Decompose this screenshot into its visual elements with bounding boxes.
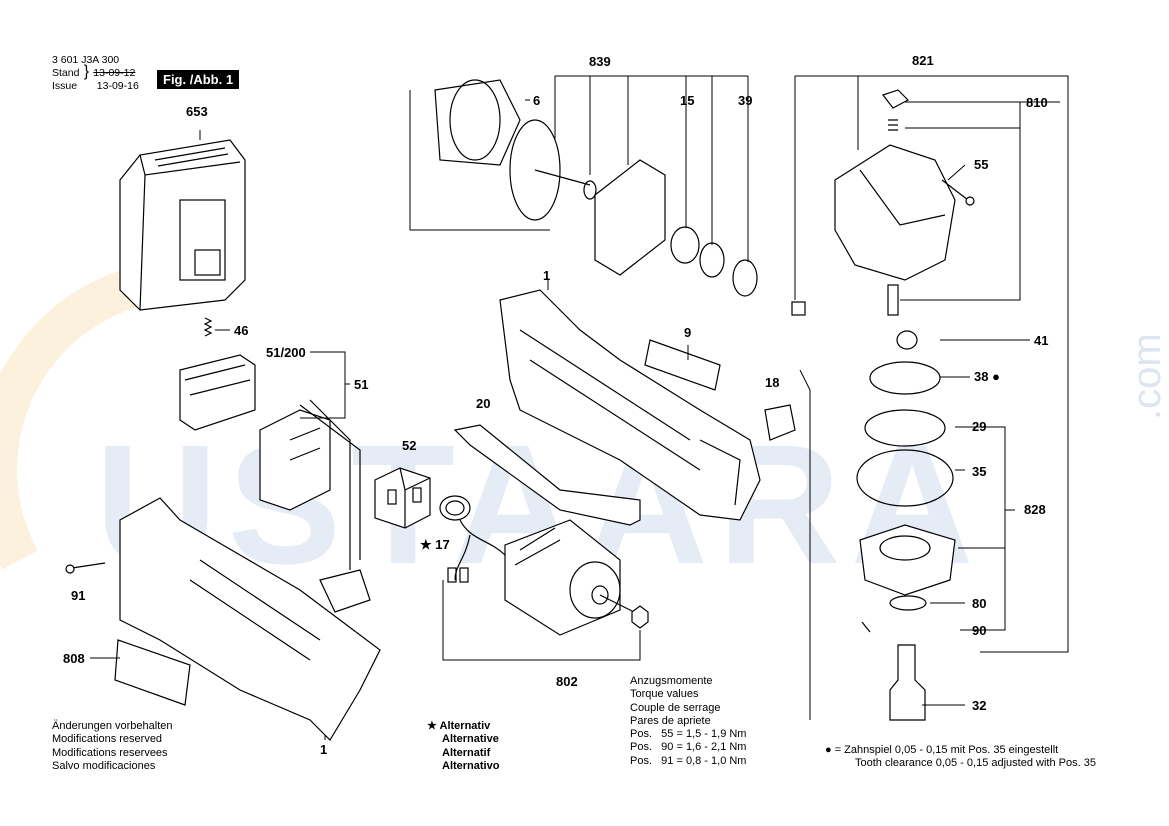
label-plate-9 [644, 339, 721, 391]
tooth-note-line: Tooth clearance 0,05 - 0,15 adjusted wit… [855, 757, 1096, 770]
ring-17 [439, 495, 471, 521]
label-653: 653 [186, 104, 208, 119]
label-39: 39 [738, 93, 753, 108]
tooth-clearance-note: ● = Zahnspiel 0,05 - 0,15 mit Pos. 35 ei… [825, 744, 1096, 770]
changes-note: Änderungen vorbehalten Modifications res… [52, 720, 172, 773]
screw-91 [65, 562, 106, 574]
label-51-200: 51/200 [266, 345, 306, 360]
label-80: 80 [972, 596, 987, 611]
housing-half-lower [119, 497, 381, 741]
torque-title-line: Couple de serrage [630, 701, 721, 714]
alternative-line: Alternativo [442, 759, 500, 772]
stand-date: 13-09-12 [93, 67, 136, 79]
label-38: 38 ● [974, 369, 1000, 384]
label-17-text: 17 [435, 537, 450, 552]
label-828: 828 [1024, 502, 1046, 517]
label-808 [114, 639, 191, 706]
gear-head-821 [791, 89, 975, 721]
label-9: 9 [684, 325, 692, 340]
issue-label: Issue [52, 80, 78, 92]
label-38-text: 38 [974, 369, 989, 384]
issue-date: 13-09-16 [96, 80, 139, 92]
label-55: 55 [974, 157, 989, 172]
label-1-lower: 1 [320, 742, 328, 757]
torque-row: Pos. 90 = 1,6 - 2,1 Nm [630, 741, 747, 754]
tooth-note-line: = Zahnspiel 0,05 - 0,15 mit Pos. 35 eing… [834, 744, 1059, 756]
label-51: 51 [354, 377, 369, 392]
torque-table: Anzugsmomente Torque values Couple de se… [630, 675, 746, 768]
label-810: 810 [1026, 95, 1048, 110]
torque-title-line: Pares de apriete [630, 714, 711, 727]
changes-note-line: Modifications reserved [52, 733, 163, 746]
label-91: 91 [71, 588, 86, 603]
torque-title-line: Torque values [630, 688, 699, 701]
changes-note-line: Salvo modificaciones [52, 759, 156, 772]
alternative-line: Alternative [442, 733, 499, 746]
cap-18 [764, 404, 796, 441]
label-32: 32 [972, 698, 987, 713]
label-29: 29 [972, 419, 987, 434]
alternative-line: Alternatif [442, 746, 491, 759]
figure-badge: Fig. /Abb. 1 [157, 70, 240, 89]
torque-row: Pos. 55 = 1,5 - 1,9 Nm [630, 728, 747, 741]
label-18: 18 [765, 375, 780, 390]
strip-20 [453, 424, 641, 526]
label-821: 821 [912, 53, 934, 68]
label-6: 6 [533, 93, 541, 108]
label-839: 839 [589, 54, 611, 69]
label-90: 90 [972, 623, 987, 638]
torque-row: Pos. 91 = 0,8 - 1,0 Nm [630, 754, 747, 767]
changes-note-line: Modifications reservees [52, 746, 168, 759]
alternative-legend: ★ Alternativ Alternative Alternatif Alte… [427, 720, 500, 772]
stand-label: Stand [52, 67, 80, 79]
label-20: 20 [476, 396, 491, 411]
gear-train-839 [434, 79, 758, 297]
callout-lines [90, 75, 1069, 740]
battery-653 [119, 139, 246, 311]
motor-802 [447, 519, 649, 636]
changes-note-line: Änderungen vorbehalten [52, 720, 173, 732]
label-15: 15 [680, 93, 695, 108]
housing-main [499, 289, 761, 521]
label-41: 41 [1034, 333, 1049, 348]
label-17: ★ 17 [420, 537, 450, 552]
switch-block-52 [374, 467, 431, 529]
label-1-upper: 1 [543, 268, 551, 283]
torque-title-line: Anzugsmomente [630, 675, 713, 687]
label-46: 46 [234, 323, 249, 338]
label-35: 35 [972, 464, 987, 479]
alternative-line: Alternativ [439, 720, 491, 732]
label-52: 52 [402, 438, 417, 453]
document-header: 3 601 J3A 300 Stand } 13-09-12 Issue 13-… [52, 54, 139, 92]
label-802: 802 [556, 674, 578, 689]
label-808: 808 [63, 651, 85, 666]
part-number: 3 601 J3A 300 [52, 54, 120, 66]
switch-assembly [179, 317, 371, 613]
